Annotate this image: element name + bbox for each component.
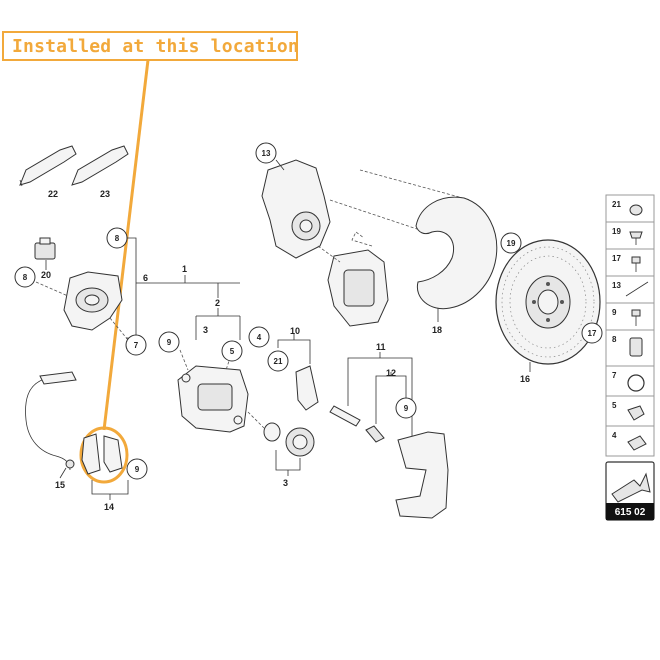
svg-text:9: 9 (167, 338, 172, 347)
steering-knuckle (261, 159, 331, 259)
legend-19: 19 (612, 227, 621, 236)
connector-20 (34, 237, 56, 260)
svg-text:8: 8 (23, 273, 28, 282)
circled-label-17: 17 (581, 322, 603, 344)
legend-8: 8 (612, 335, 617, 344)
circled-label-13: 13 (255, 142, 277, 164)
label-12: 12 (386, 368, 396, 378)
grease-tube-22 (19, 145, 77, 187)
label-22: 22 (48, 189, 58, 199)
circled-label-5: 5 (221, 340, 243, 362)
label-18: 18 (432, 325, 442, 335)
circled-label-9b: 9 (395, 397, 417, 419)
seal-ring (263, 422, 281, 442)
callout-text: Installed at this location (12, 36, 299, 57)
label-14: 14 (104, 502, 114, 512)
legend-column: 21 19 17 13 9 8 7 5 4 (605, 194, 655, 457)
backing-plate (415, 196, 498, 310)
legend-5: 5 (612, 401, 617, 410)
svg-text:21: 21 (274, 357, 283, 366)
callout-leader (102, 59, 150, 431)
label-16: 16 (520, 374, 530, 384)
svg-text:8: 8 (115, 234, 120, 243)
brake-motor (63, 271, 123, 331)
svg-text:9: 9 (135, 465, 140, 474)
svg-text:9: 9 (404, 404, 409, 413)
reference-number: 615 02 (615, 507, 646, 518)
circled-label-9c: 9 (126, 458, 148, 480)
guide-bolt (329, 405, 385, 443)
label-20: 20 (41, 270, 51, 280)
circled-label-21: 21 (267, 350, 289, 372)
label-6: 6 (143, 273, 148, 283)
svg-text:4: 4 (257, 333, 262, 342)
label-1: 1 (182, 264, 187, 274)
grease-tube-23 (71, 145, 129, 186)
circled-label-9a: 9 (158, 331, 180, 353)
brake-caliper (177, 365, 249, 433)
label-15: 15 (55, 480, 65, 490)
svg-text:7: 7 (134, 341, 139, 350)
label-2: 2 (215, 298, 220, 308)
legend-7: 7 (612, 371, 617, 380)
svg-text:5: 5 (230, 347, 235, 356)
assembled-caliper (327, 249, 389, 327)
label-11: 11 (376, 342, 386, 352)
caliper-carrier (395, 431, 449, 519)
label-23: 23 (100, 189, 110, 199)
circled-label-4: 4 (248, 326, 270, 348)
label-3b: 3 (283, 478, 288, 488)
svg-text:17: 17 (588, 329, 597, 338)
circled-label-8a: 8 (106, 227, 128, 249)
pad-shim (295, 365, 319, 411)
legend-21: 21 (612, 200, 621, 209)
svg-text:13: 13 (262, 149, 271, 158)
legend-17: 17 (612, 254, 621, 263)
brake-pads (81, 433, 123, 475)
legend-13: 13 (612, 281, 621, 290)
label-3: 3 (203, 325, 208, 335)
circled-label-7: 7 (125, 334, 147, 356)
legend-4: 4 (612, 431, 617, 440)
callout-box: Installed at this location (2, 31, 299, 61)
circled-label-19: 19 (500, 232, 522, 254)
circled-label-8b: 8 (14, 266, 36, 288)
legend-9: 9 (612, 308, 617, 317)
svg-text:19: 19 (507, 239, 516, 248)
label-10: 10 (290, 326, 300, 336)
callout-highlight-ring (79, 426, 129, 484)
reference-badge: 615 02 (605, 461, 655, 521)
brake-disc (495, 239, 601, 365)
